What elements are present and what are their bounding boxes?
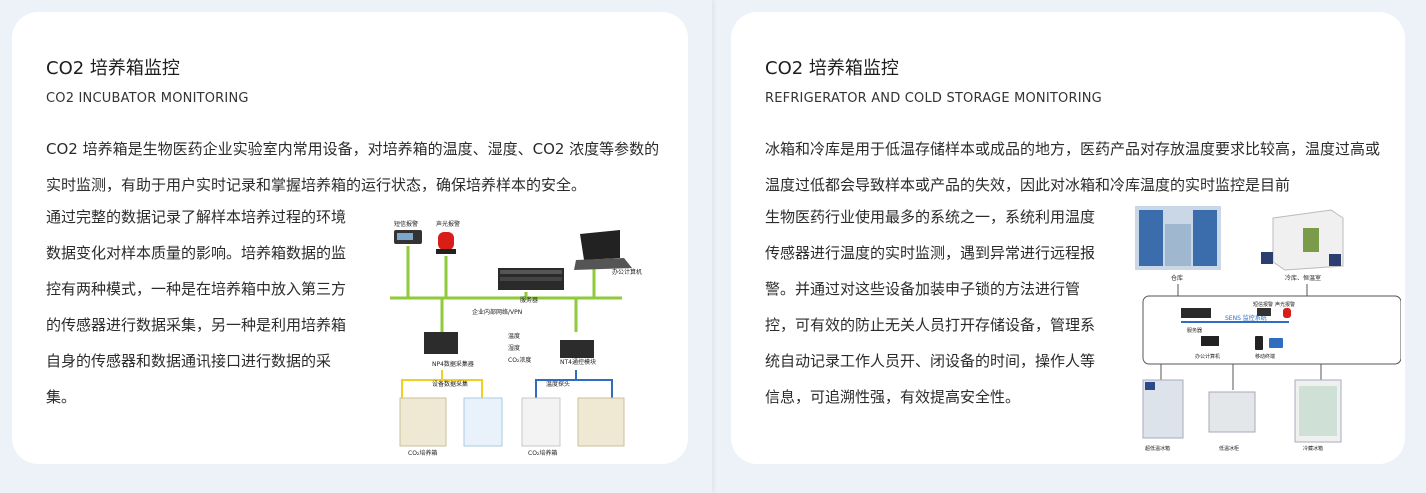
device-collect-label: 设备数据采集 xyxy=(432,380,468,388)
co2-incubator-card: CO2 培养箱监控 CO2 INCUBATOR MONITORING CO2 培… xyxy=(12,12,688,464)
office-pc-label: 办公计算机 xyxy=(1195,353,1220,360)
humidity-label: 湿度 xyxy=(508,344,520,352)
temp-label: 温度 xyxy=(508,332,520,340)
sms-alarm-label: 短信报警 xyxy=(1253,301,1273,308)
sound-alarm-icon xyxy=(1283,308,1291,318)
server-label: 服务器 xyxy=(1187,327,1202,334)
cold-storage-diagram: 仓库 冷库、恒温室 服务器 SENS 监控系 xyxy=(1121,204,1402,454)
cold-storage-card: CO2 培养箱监控 REFRIGERATOR AND COLD STORAGE … xyxy=(731,12,1405,464)
system-label: SENS 监控系统 xyxy=(1225,314,1267,322)
np4-collector-icon xyxy=(424,332,458,354)
incubator-icon xyxy=(399,397,625,447)
right-panel: CO2 培养箱监控 REFRIGERATOR AND COLD STORAGE … xyxy=(717,0,1426,493)
cold-room-label: 冷库、恒温室 xyxy=(1285,274,1321,282)
sound-alarm-label: 声光报警 xyxy=(436,220,460,228)
sms-alarm-label: 短信报警 xyxy=(394,220,418,228)
office-pc-label: 办公计算机 xyxy=(612,268,642,276)
ultra-freezer-label: 超低温冰箱 xyxy=(1145,445,1170,452)
card-intro-text: CO2 培养箱是生物医药企业实验室内常用设备，对培养箱的温度、湿度、CO2 浓度… xyxy=(46,140,660,194)
co2-conc-label: CO₂浓度 xyxy=(508,356,531,364)
nt4-module-icon xyxy=(560,340,594,358)
mobile-icon xyxy=(1255,336,1283,350)
card-body-text: 生物医药行业使用最多的系统之一，系统利用温度传感器进行温度的实时监测，遇到异常进… xyxy=(765,208,1096,406)
cold-fridge-image xyxy=(1294,379,1342,443)
nt4-label: NT4通控模块 xyxy=(560,358,596,366)
incubator-monitoring-diagram: 短信报警 声光报警 服务器 办公计算 xyxy=(380,202,650,457)
card-subtitle: REFRIGERATOR AND COLD STORAGE MONITORING xyxy=(765,91,1102,106)
ultra-freezer-image xyxy=(1142,379,1184,439)
low-freezer-image xyxy=(1208,391,1256,433)
server-icon xyxy=(1181,308,1211,318)
temp-probe-label: 温度探头 xyxy=(546,380,570,388)
sound-alarm-icon xyxy=(436,232,456,254)
card-body-text: 通过完整的数据记录了解样本培养过程的环境数据变化对样本质量的影响。培养箱数据的监… xyxy=(46,208,347,406)
laptop-icon xyxy=(574,230,632,270)
low-freezer-label: 低温冰柜 xyxy=(1219,445,1239,452)
server-label: 服务器 xyxy=(520,296,538,304)
card-intro-text: 冰箱和冷库是用于低温存储样本或成品的地方，医药产品对存放温度要求比较高，温度过高… xyxy=(765,140,1381,194)
sms-alarm-icon xyxy=(394,230,422,244)
cold-room-image xyxy=(1261,209,1344,271)
card-title: CO2 培养箱监控 xyxy=(765,58,899,79)
incubator-label: CO₂培养箱 xyxy=(528,449,557,457)
server-icon xyxy=(498,268,564,290)
left-panel: CO2 培养箱监控 CO2 INCUBATOR MONITORING CO2 培… xyxy=(0,0,712,493)
cold-fridge-label: 冷藏冰箱 xyxy=(1303,445,1323,452)
sms-alarm-icon xyxy=(1257,308,1271,316)
np4-label: NP4数据采集器 xyxy=(432,360,474,368)
network-label: 企业内部网络/VPN xyxy=(472,308,522,316)
card-title: CO2 培养箱监控 xyxy=(46,58,180,79)
incubator-label: CO₂培养箱 xyxy=(408,449,437,457)
warehouse-image xyxy=(1135,206,1221,270)
laptop-icon xyxy=(1201,336,1219,346)
mobile-label: 移动终端 xyxy=(1255,353,1275,360)
sound-alarm-label: 声光报警 xyxy=(1275,301,1295,308)
card-subtitle: CO2 INCUBATOR MONITORING xyxy=(46,91,249,106)
warehouse-label: 仓库 xyxy=(1171,274,1183,282)
